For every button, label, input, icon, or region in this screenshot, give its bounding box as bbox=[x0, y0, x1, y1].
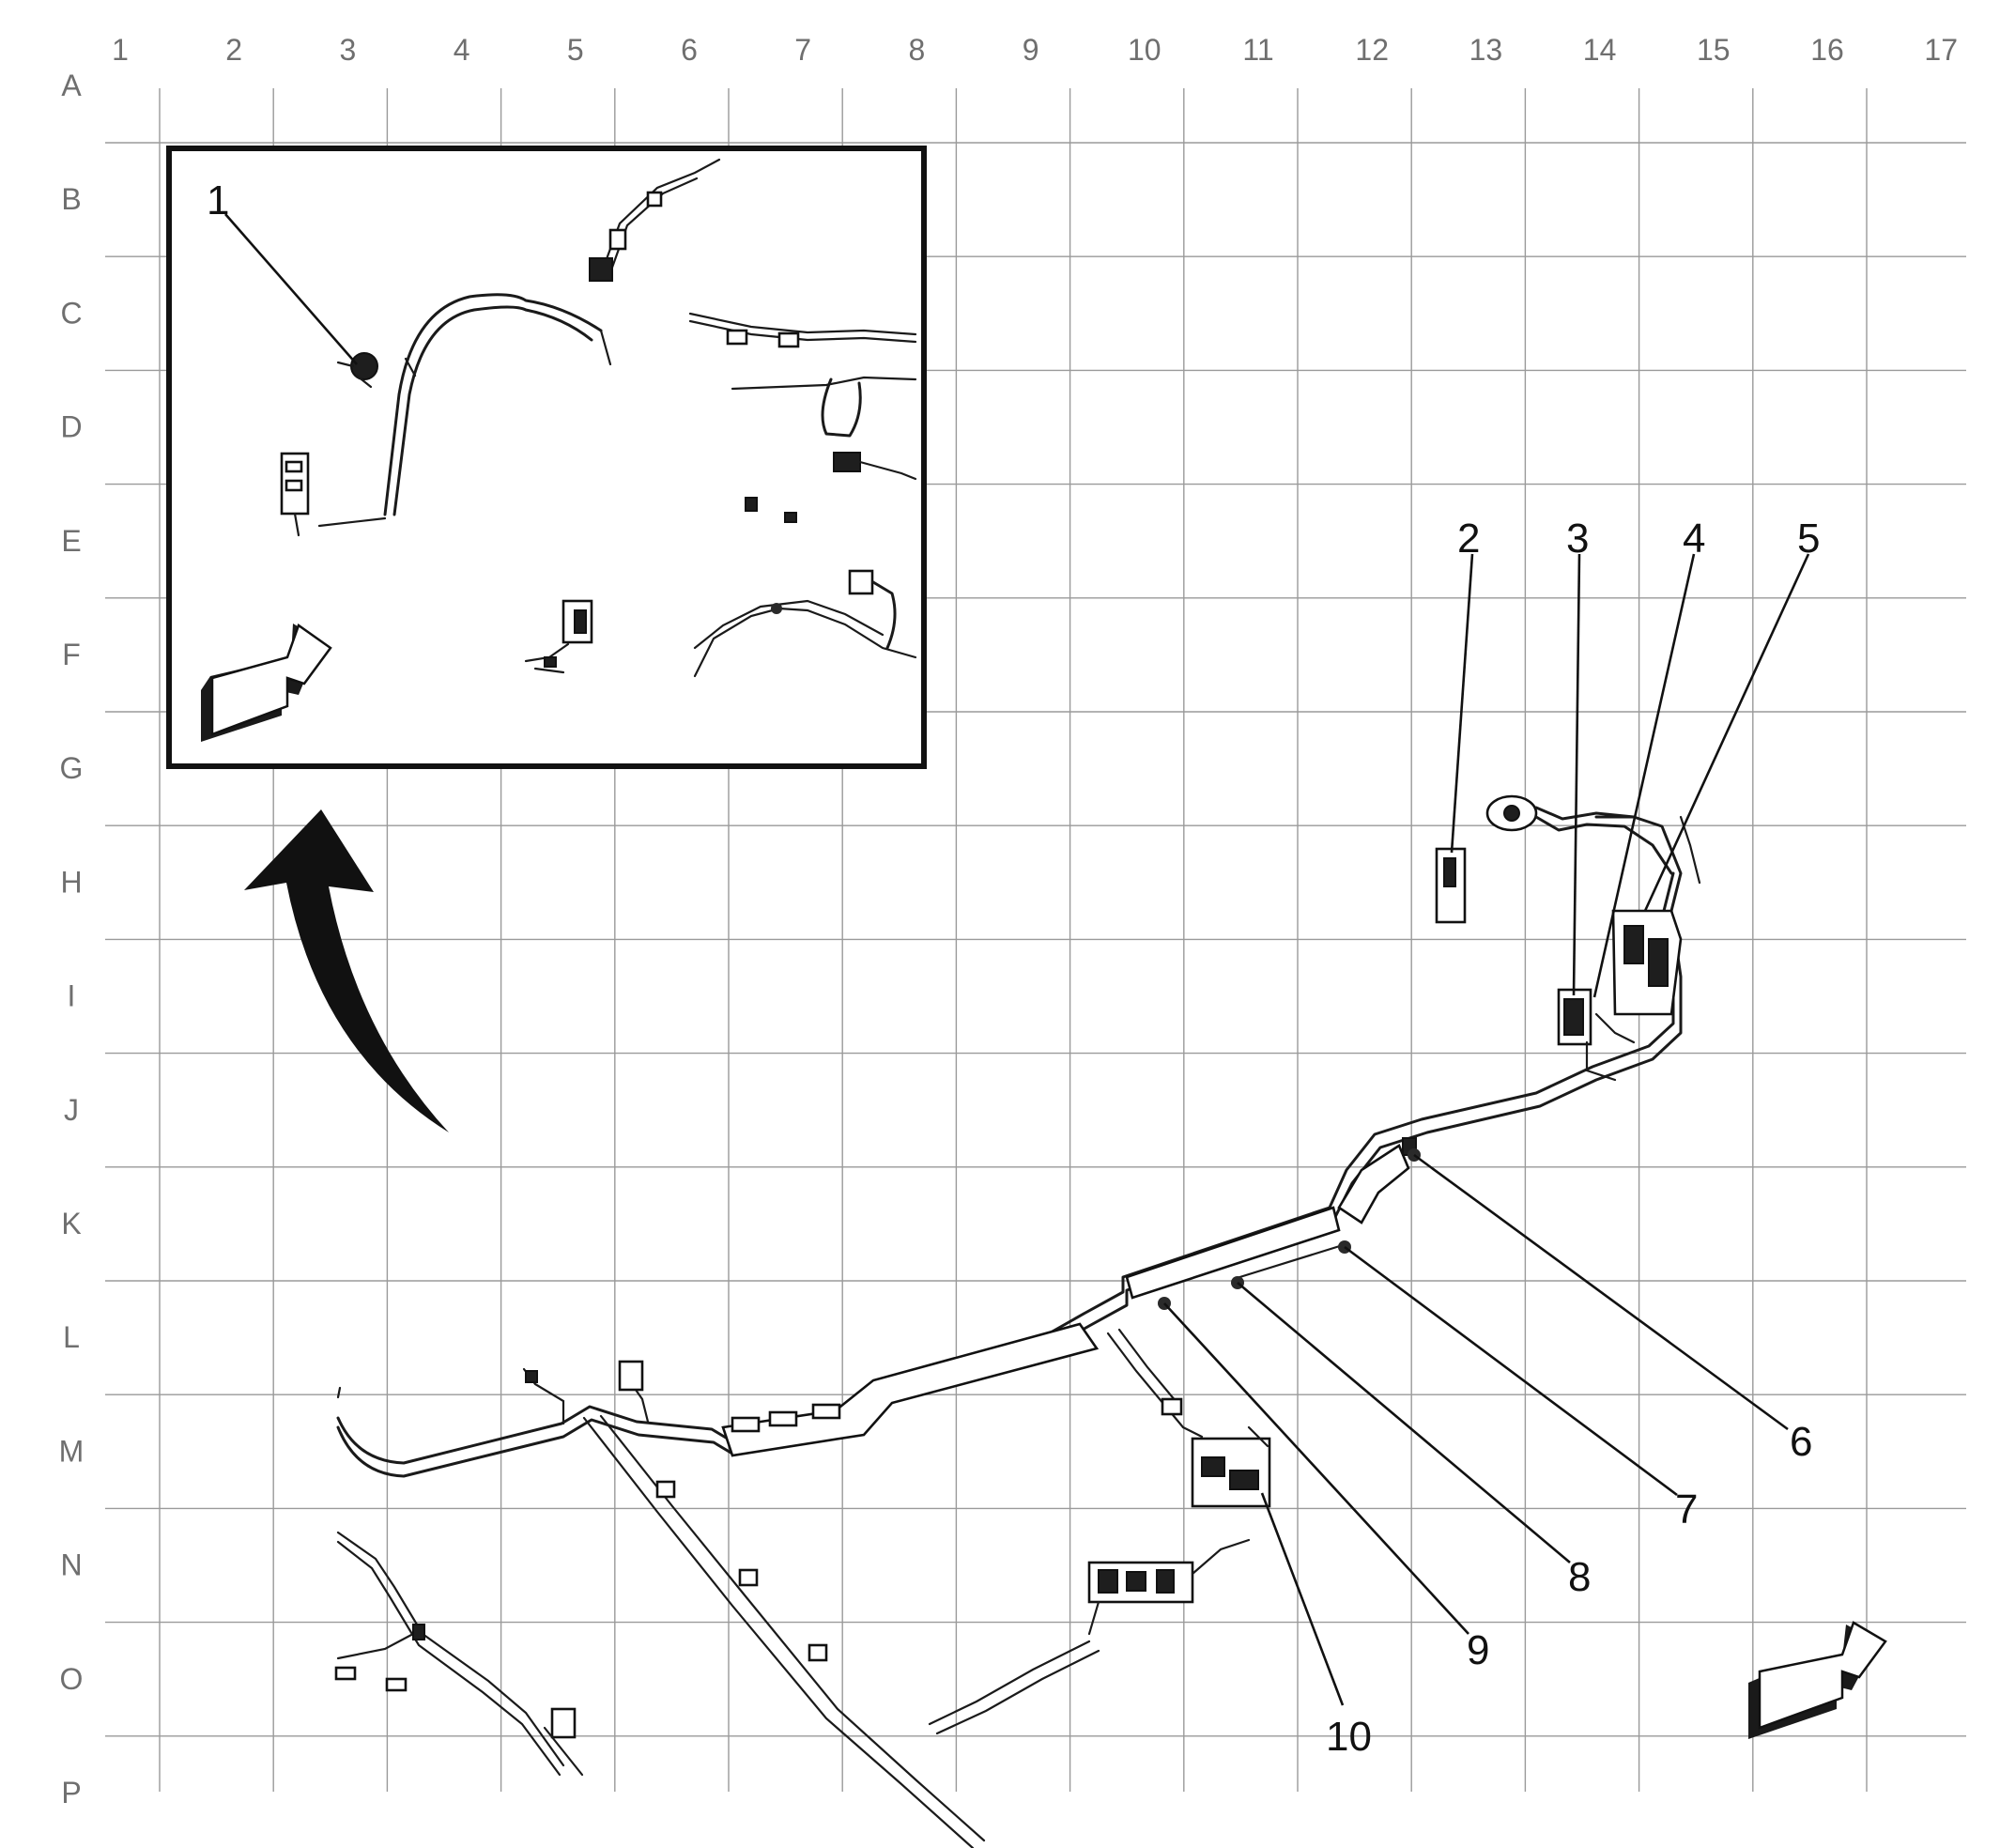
callout-7: 7 bbox=[1675, 1486, 1698, 1532]
column-label: 5 bbox=[567, 33, 584, 67]
row-label: H bbox=[60, 865, 82, 899]
column-label: 15 bbox=[1697, 33, 1731, 67]
leader-lines bbox=[224, 213, 1810, 1706]
row-label: L bbox=[63, 1320, 80, 1354]
column-label: 4 bbox=[454, 33, 470, 67]
column-label: 14 bbox=[1583, 33, 1617, 67]
row-label: D bbox=[60, 410, 82, 444]
grommet bbox=[1485, 794, 1673, 875]
row-label: B bbox=[61, 182, 81, 216]
column-label: 17 bbox=[1924, 33, 1958, 67]
callout-4: 4 bbox=[1683, 516, 1705, 562]
column-label: 11 bbox=[1242, 33, 1273, 67]
callout-9: 9 bbox=[1467, 1627, 1489, 1673]
column-label: 13 bbox=[1469, 33, 1503, 67]
row-label: P bbox=[61, 1776, 81, 1810]
row-label: O bbox=[60, 1662, 84, 1696]
callout-1: 1 bbox=[207, 177, 229, 223]
column-label: 9 bbox=[1023, 33, 1039, 67]
column-label: 10 bbox=[1128, 33, 1162, 67]
column-label: 7 bbox=[794, 33, 811, 67]
connector-5 bbox=[1594, 909, 1683, 1044]
column-label: 16 bbox=[1810, 33, 1844, 67]
direction-arrow-icon bbox=[1748, 1621, 1887, 1739]
row-labels: A B C D E F G H I J K L M N O P bbox=[59, 69, 85, 1810]
row-label: I bbox=[68, 979, 76, 1013]
row-label: K bbox=[61, 1207, 81, 1240]
row-label: E bbox=[61, 524, 81, 558]
connector-block-10 bbox=[1181, 1425, 1271, 1508]
column-label: 3 bbox=[340, 33, 357, 67]
callout-8: 8 bbox=[1568, 1554, 1591, 1600]
callout-labels: 1 2 3 4 5 6 7 8 9 10 bbox=[207, 177, 1820, 1760]
direction-arrow-icon bbox=[201, 624, 332, 742]
column-label: 2 bbox=[225, 33, 242, 67]
row-label: A bbox=[61, 69, 82, 102]
detail-inset bbox=[166, 146, 927, 769]
callout-5: 5 bbox=[1797, 516, 1820, 562]
row-label: F bbox=[62, 638, 81, 671]
column-label: 8 bbox=[909, 33, 926, 67]
column-label: 6 bbox=[681, 33, 698, 67]
row-label: G bbox=[60, 751, 84, 785]
curved-arrow-icon bbox=[244, 809, 449, 1132]
row-label: N bbox=[60, 1548, 82, 1582]
row-label: M bbox=[59, 1434, 85, 1468]
callout-10: 10 bbox=[1326, 1714, 1372, 1760]
column-label: 1 bbox=[112, 33, 129, 67]
connector-3 bbox=[1557, 988, 1592, 1046]
row-label: C bbox=[60, 296, 82, 330]
connector-cluster bbox=[1087, 1538, 1251, 1636]
row-label: J bbox=[64, 1093, 79, 1127]
callout-2: 2 bbox=[1457, 516, 1480, 562]
callout-3: 3 bbox=[1566, 516, 1589, 562]
connector-2 bbox=[1435, 847, 1467, 924]
callout-6: 6 bbox=[1790, 1419, 1812, 1465]
main-harness bbox=[334, 794, 1701, 1848]
column-label: 12 bbox=[1355, 33, 1389, 67]
